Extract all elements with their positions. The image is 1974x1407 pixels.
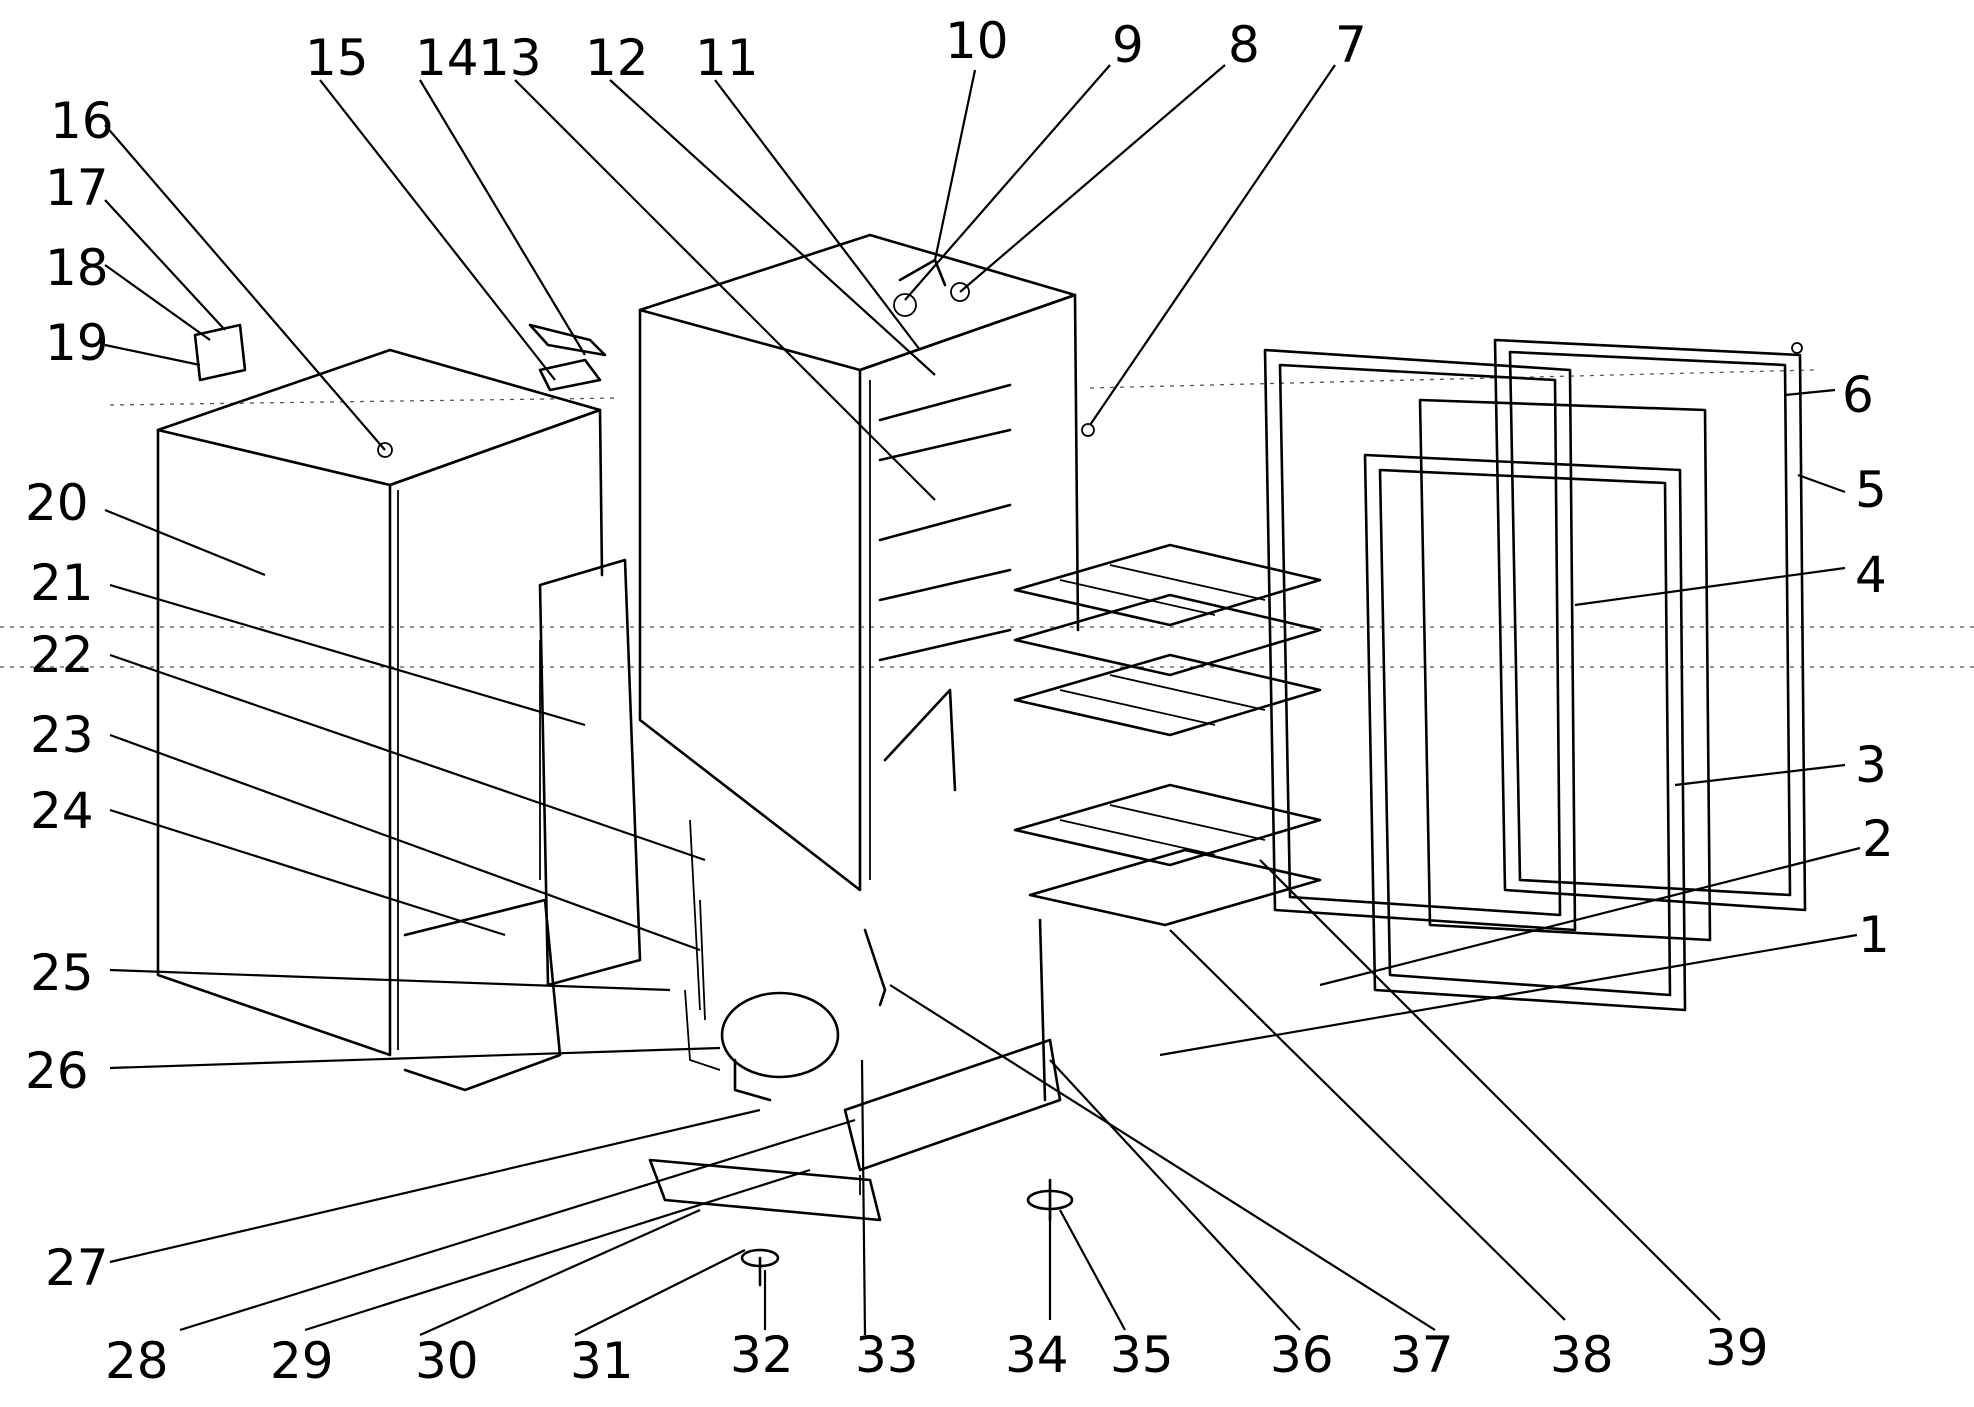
callout-4: 4	[1855, 546, 1887, 604]
callout-22: 22	[30, 626, 94, 684]
callout-1: 1	[1858, 906, 1890, 964]
callout-7: 7	[1335, 16, 1367, 74]
callout-31: 31	[570, 1332, 634, 1390]
callout-20: 20	[25, 474, 89, 532]
callout-28: 28	[105, 1332, 169, 1390]
callout-21: 21	[30, 554, 94, 612]
callout-32: 32	[730, 1326, 794, 1384]
callout-3: 3	[1855, 736, 1887, 794]
base-frame	[648, 918, 1062, 1222]
rear-cover	[403, 558, 642, 1092]
top-hinge	[193, 323, 607, 458]
callout-9: 9	[1112, 16, 1144, 74]
callout-13: 13	[478, 29, 542, 87]
callout-11: 11	[695, 29, 759, 87]
callout-36: 36	[1270, 1326, 1334, 1384]
callout-37: 37	[1390, 1326, 1454, 1384]
callout-39: 39	[1705, 1319, 1769, 1377]
callout-16: 16	[50, 92, 114, 150]
callout-10: 10	[945, 12, 1009, 70]
callout-33: 33	[855, 1326, 919, 1384]
callout-12: 12	[585, 29, 649, 87]
leader-lines	[104, 64, 1861, 1337]
callout-17: 17	[45, 159, 109, 217]
inner-liner	[638, 233, 1095, 892]
callout-24: 24	[30, 782, 94, 840]
callout-25: 25	[30, 944, 94, 1002]
cabinet-shell	[156, 348, 604, 1057]
callout-6: 6	[1842, 366, 1874, 424]
callout-27: 27	[45, 1239, 109, 1297]
callout-29: 29	[270, 1332, 334, 1390]
callout-19: 19	[45, 314, 109, 372]
door-assembly	[1263, 338, 1807, 1012]
callout-14: 14	[415, 29, 479, 87]
callout-26: 26	[25, 1042, 89, 1100]
callout-38: 38	[1550, 1326, 1614, 1384]
callout-23: 23	[30, 706, 94, 764]
wire-shelves	[1013, 543, 1322, 927]
callout-15: 15	[305, 29, 369, 87]
callout-35: 35	[1110, 1326, 1174, 1384]
callout-34: 34	[1005, 1326, 1069, 1384]
compressor-assembly	[684, 819, 887, 1102]
callout-18: 18	[45, 239, 109, 297]
callout-labels: 1 2 3 4 5 6 7 8 9 10 11 12 13 14 15 16 1…	[25, 12, 1894, 1390]
callout-5: 5	[1855, 461, 1887, 519]
callout-30: 30	[415, 1332, 479, 1390]
guide-lines	[0, 369, 1974, 668]
callout-2: 2	[1862, 810, 1894, 868]
callout-8: 8	[1228, 16, 1260, 74]
feet	[740, 1178, 1074, 1287]
